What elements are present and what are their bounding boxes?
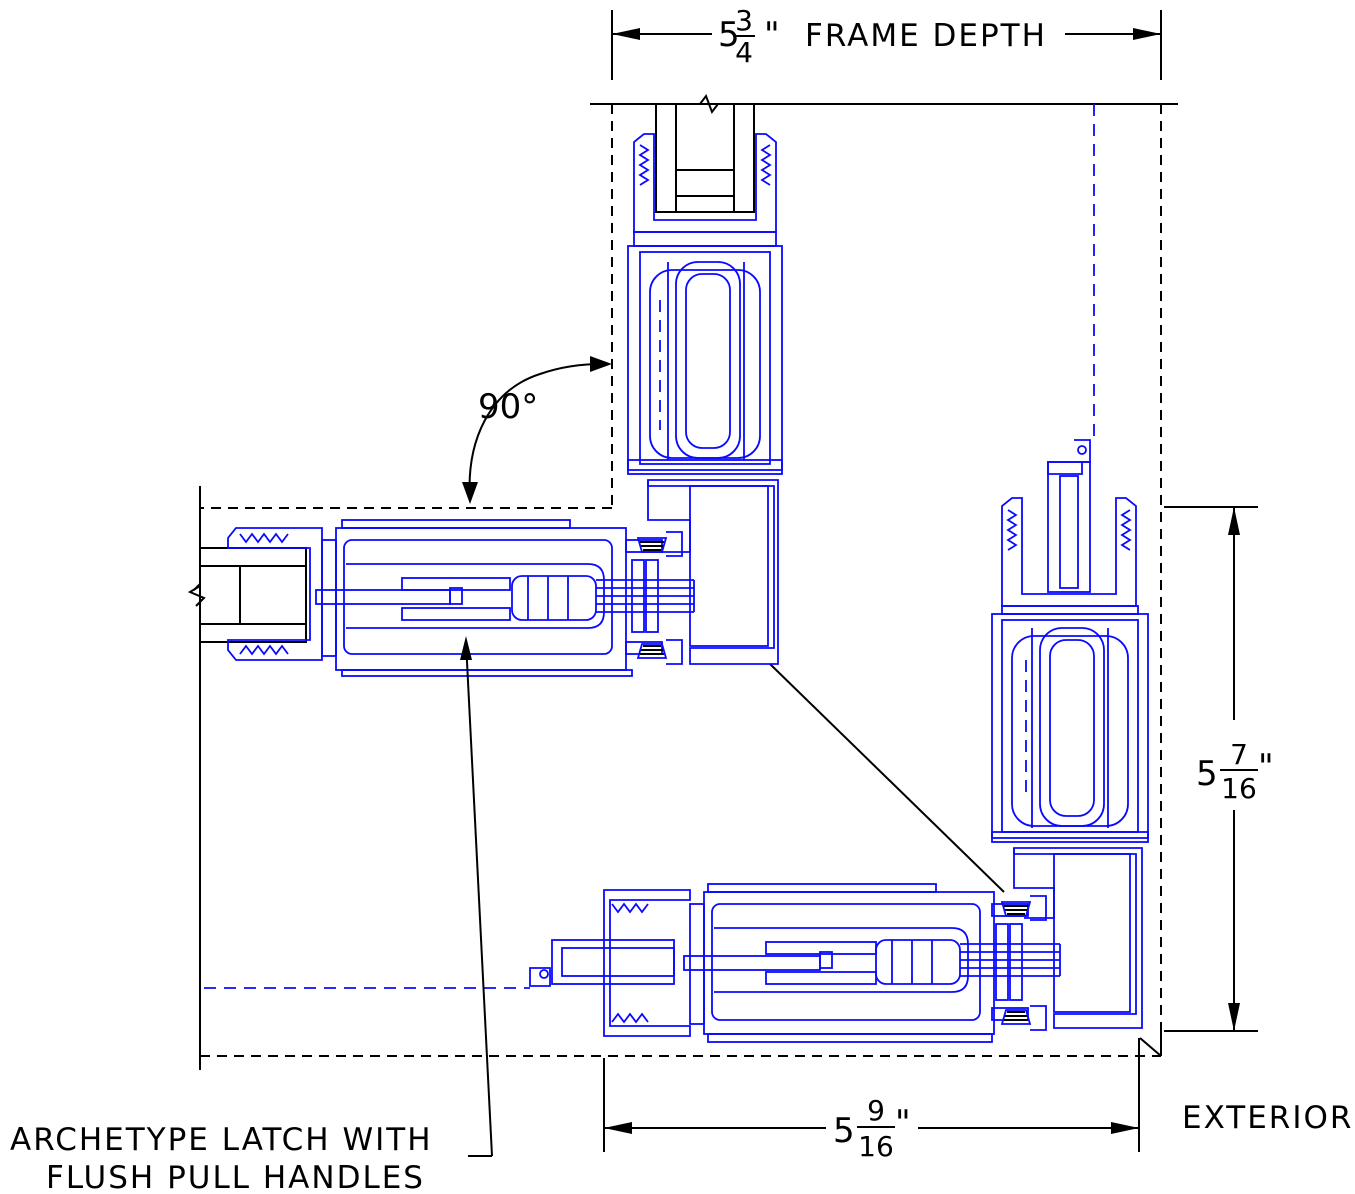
frame-depth-numerator: 3 bbox=[735, 4, 753, 37]
latch-callout: ARCHETYPE LATCH WITH FLUSH PULL HANDLES bbox=[10, 636, 493, 1194]
right-height-numerator: 7 bbox=[1230, 738, 1248, 771]
bottom-width-denominator: 16 bbox=[858, 1130, 894, 1163]
bottom-width-whole: 5 bbox=[833, 1111, 855, 1151]
bottom-width-suffix: " bbox=[895, 1103, 911, 1143]
right-height-denominator: 16 bbox=[1221, 772, 1257, 805]
right-height-dimension: 5 7 16 " bbox=[1164, 506, 1274, 1032]
bottom-width-numerator: 9 bbox=[867, 1094, 885, 1127]
frame-depth-label: FRAME DEPTH bbox=[805, 18, 1047, 54]
angle-annotation: 90° bbox=[462, 356, 612, 504]
left-horizontal-panel bbox=[187, 519, 695, 677]
bottom-width-dimension: 5 9 16 " bbox=[603, 1038, 1140, 1163]
callout-line-1: ARCHETYPE LATCH WITH bbox=[10, 1122, 433, 1158]
right-vertical-panel bbox=[991, 439, 1149, 1029]
top-vertical-panel bbox=[627, 103, 783, 665]
angle-label: 90° bbox=[478, 387, 538, 427]
frame-depth-dimension: 5 3 4 " FRAME DEPTH bbox=[611, 4, 1162, 80]
callout-line-2: FLUSH PULL HANDLES bbox=[46, 1160, 425, 1194]
frame-outline bbox=[199, 93, 1178, 1070]
frame-depth-whole: 5 bbox=[718, 15, 740, 55]
right-height-whole: 5 bbox=[1196, 754, 1218, 794]
bottom-horizontal-panel bbox=[529, 883, 1061, 1043]
exterior-label: EXTERIOR bbox=[1182, 1100, 1353, 1136]
right-height-suffix: " bbox=[1258, 747, 1274, 787]
frame-depth-denominator: 4 bbox=[735, 36, 753, 69]
frame-depth-suffix: " bbox=[764, 15, 780, 55]
